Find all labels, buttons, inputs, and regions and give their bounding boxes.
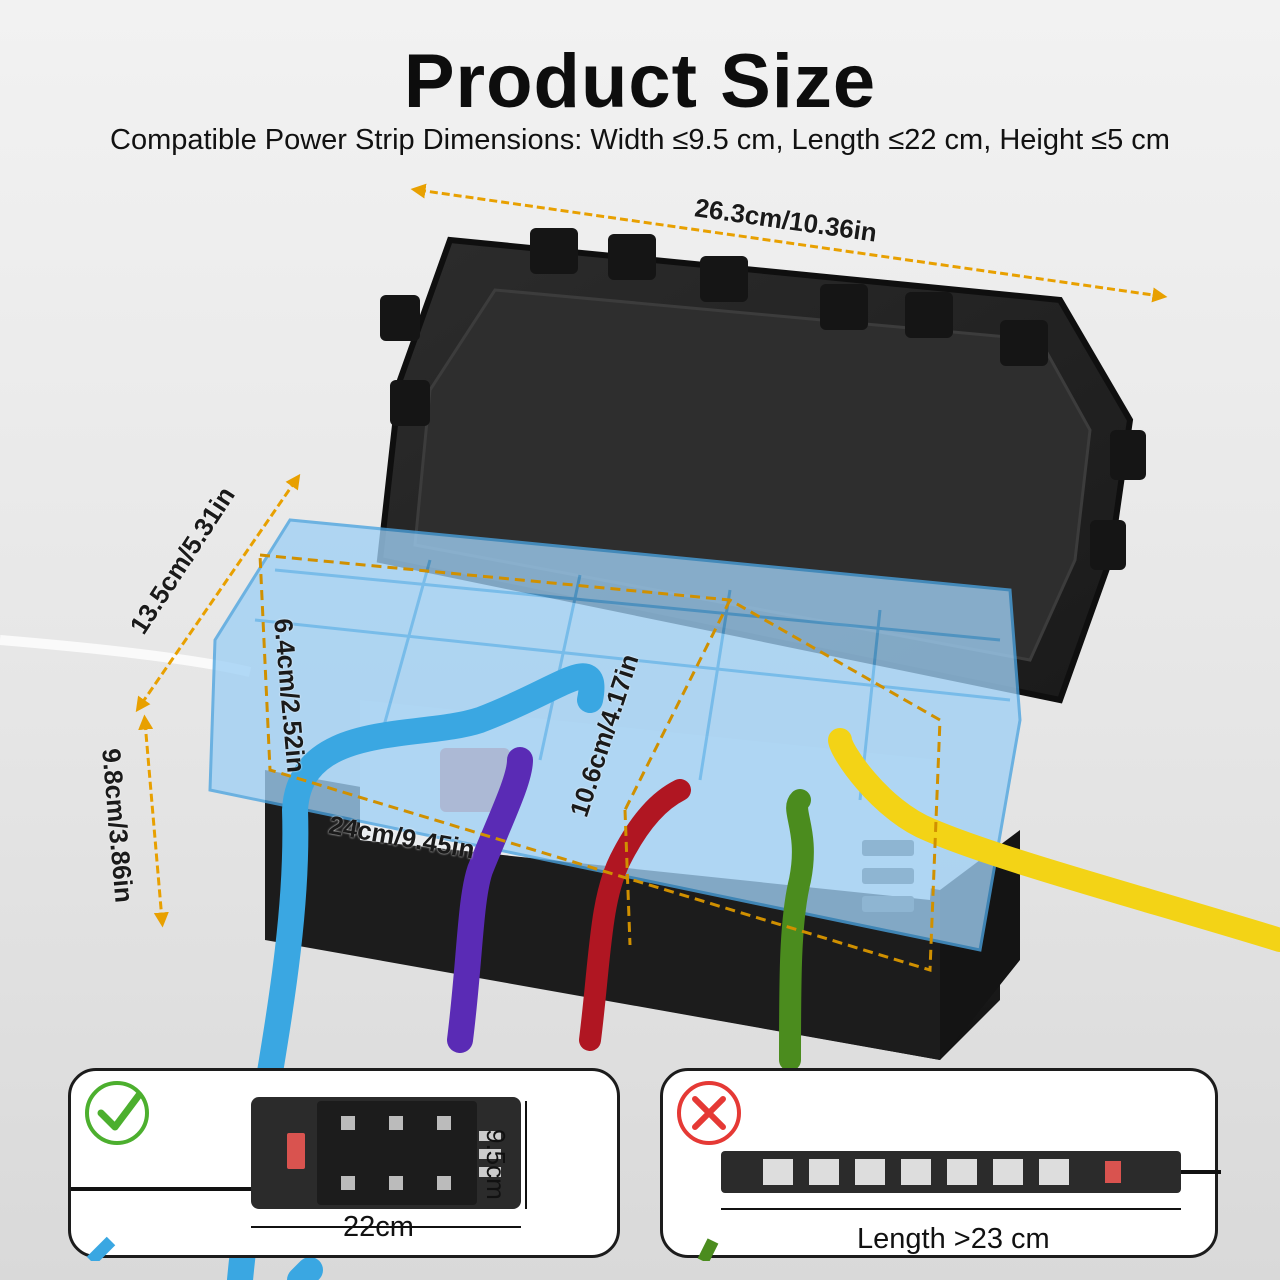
compatible-strip-image — [71, 1097, 527, 1261]
dimension-arrows — [135, 183, 1168, 928]
strip-height-label: 9.5cm — [481, 1129, 511, 1200]
check-icon — [85, 1081, 149, 1145]
page-title: Product Size — [403, 39, 877, 124]
incompatible-strip-card: Length >23 cm — [660, 1068, 1221, 1261]
inner-dimension-outline — [258, 553, 942, 972]
page-subtitle: Compatible Power Strip Dimensions: Width… — [110, 124, 1170, 156]
long-strip-image — [697, 1151, 1221, 1261]
compatible-strip-card: 9.5cm 22cm — [68, 1068, 620, 1261]
long-strip-length-label: Length >23 cm — [857, 1223, 1050, 1255]
strip-length-label: 22cm — [343, 1211, 414, 1243]
cross-icon — [677, 1081, 741, 1145]
